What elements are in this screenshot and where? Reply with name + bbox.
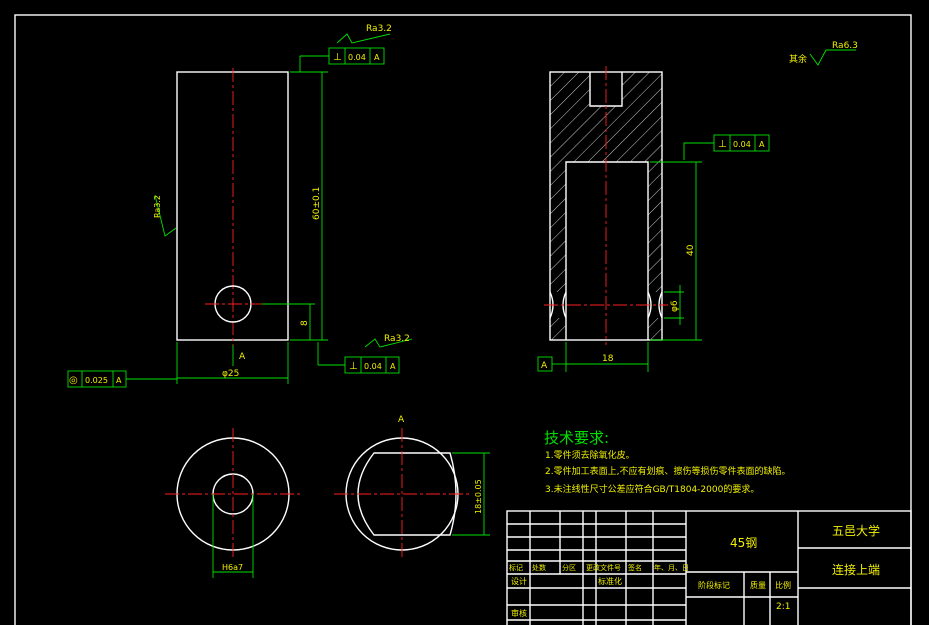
- tb-material: 45钢: [730, 536, 757, 550]
- tb-school: 五邑大学: [832, 523, 880, 538]
- note-2: 2.零件加工表面上,不应有划痕、擦伤等损伤零件表面的缺陷。: [545, 465, 790, 477]
- right-tol-datum: A: [759, 140, 765, 149]
- front-height-dim: 60±0.1: [312, 187, 322, 220]
- notes-heading: 技术要求:: [544, 429, 609, 447]
- tb-header-1: 处数: [532, 563, 546, 572]
- front-body-outline: [176, 71, 289, 341]
- tb-part-name: 连接上端: [832, 562, 880, 577]
- tb-review-label: 审核: [511, 608, 527, 618]
- top-roughness-label: Ra3.2: [366, 24, 392, 34]
- right-tol-symbol: ⊥: [718, 139, 727, 150]
- drawing-border: [14, 14, 912, 625]
- tb-header-5: 年、月、日: [654, 563, 689, 572]
- rest-roughness-label: 其余: [789, 53, 807, 65]
- tb-scale-label: 比例: [775, 580, 791, 590]
- front-hole-offset-dim: 8: [300, 320, 310, 326]
- tb-stage-label: 阶段标记: [698, 580, 730, 590]
- section-datum-box: A: [541, 361, 548, 371]
- bottom-view-left: H6a7: [165, 428, 301, 578]
- flat-datum-label: A: [398, 415, 405, 425]
- left-tol-value: 0.025: [85, 376, 108, 385]
- bottom-tol-symbol: ⊥: [349, 361, 358, 372]
- top-tol-value: 0.04: [348, 53, 366, 62]
- front-side-roughness: Ra3.2: [153, 195, 162, 218]
- technical-notes: 技术要求: 1.零件须去除氧化皮。 2.零件加工表面上,不应有划痕、擦伤等损伤零…: [544, 429, 790, 495]
- bottom-tol-datum: A: [390, 362, 396, 371]
- left-tol-datum: A: [116, 376, 122, 385]
- front-view: 60±0.1 8 φ25 A Ra3.2 Ra3.2 ⊥ 0.04 A Ra3.…: [67, 24, 413, 388]
- tb-weight-label: 质量: [750, 580, 766, 590]
- right-tol-value: 0.04: [733, 140, 751, 149]
- tb-scale-value: 2:1: [776, 602, 790, 612]
- rest-roughness: 其余 Ra6.3: [789, 41, 858, 66]
- tb-standard-label: 标准化: [598, 576, 622, 586]
- circle-hole-dim: H6a7: [222, 563, 243, 572]
- tb-design-label: 设计: [511, 576, 527, 586]
- left-tol-symbol: ◎: [69, 375, 78, 386]
- flat-profile: [357, 452, 457, 536]
- bottom-tol-value: 0.04: [364, 362, 382, 371]
- rest-roughness-value: Ra6.3: [832, 41, 858, 51]
- section-depth-dim: 40: [686, 244, 696, 256]
- title-block: 标记 处数 分区 更改文件号 签名 年、月、日 设计 标准化 审核 45钢 五邑…: [506, 510, 912, 625]
- front-datum-label: A: [239, 352, 246, 362]
- section-width-dim: 18: [602, 354, 614, 364]
- note-1: 1.零件须去除氧化皮。: [545, 449, 635, 461]
- tb-header-2: 分区: [562, 563, 576, 572]
- front-width-dim: φ25: [222, 369, 239, 379]
- bottom-roughness-label: Ra3.2: [384, 334, 410, 344]
- top-tol-datum: A: [374, 53, 380, 62]
- top-roughness-symbol: [336, 33, 391, 44]
- top-tol-symbol: ⊥: [333, 52, 342, 63]
- tb-header-4: 签名: [628, 563, 642, 572]
- note-3: 3.未注线性尺寸公差应符合GB/T1804-2000的要求。: [545, 483, 759, 495]
- bottom-view-right: A 18±0.05: [334, 415, 490, 560]
- section-bore: [565, 161, 649, 340]
- tb-header-0: 标记: [509, 563, 523, 572]
- bottom-tolerance-frame: [344, 356, 400, 374]
- tb-header-3: 更改文件号: [586, 563, 621, 572]
- flat-width-dim: 18±0.05: [474, 479, 483, 514]
- section-view: ⊥ 0.04 A 40 φ6 18 A: [537, 66, 770, 372]
- section-small-dim: φ6: [670, 300, 680, 312]
